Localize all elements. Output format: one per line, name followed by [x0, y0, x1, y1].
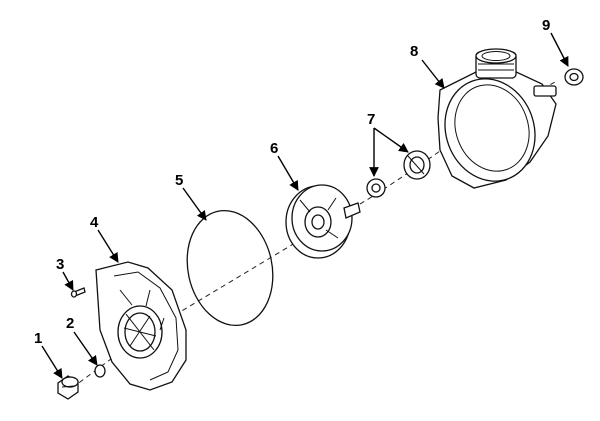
gasket-ring-part[interactable]	[177, 203, 283, 334]
cap-part[interactable]	[564, 68, 584, 86]
leader-line-1	[41, 345, 63, 379]
seal-large-part[interactable]	[403, 150, 431, 180]
leader-line-3	[62, 271, 74, 291]
front-cover-part[interactable]	[95, 261, 187, 391]
callout-6: 6	[270, 140, 278, 157]
o-ring-small-part[interactable]	[94, 364, 106, 378]
drain-plug-part[interactable]	[57, 375, 79, 400]
callout-5: 5	[175, 172, 183, 189]
leader-line-5	[182, 187, 207, 221]
leader-line-8	[421, 59, 445, 89]
leader-line-7b	[373, 127, 409, 153]
pump-housing-part[interactable]	[431, 48, 557, 194]
seal-small-part[interactable]	[366, 178, 386, 198]
callout-4: 4	[90, 214, 99, 231]
leader-line-2	[73, 331, 98, 366]
screw-part[interactable]	[70, 287, 86, 298]
callout-3: 3	[56, 256, 64, 273]
impeller-part[interactable]	[285, 184, 361, 259]
callout-8: 8	[410, 43, 418, 60]
callout-9: 9	[542, 17, 550, 34]
callout-7: 7	[367, 111, 375, 128]
leader-line-4	[97, 229, 119, 263]
leader-line-9	[550, 32, 569, 67]
leader-line-6	[277, 155, 299, 191]
callout-1: 1	[34, 330, 42, 347]
callout-2: 2	[66, 315, 74, 332]
